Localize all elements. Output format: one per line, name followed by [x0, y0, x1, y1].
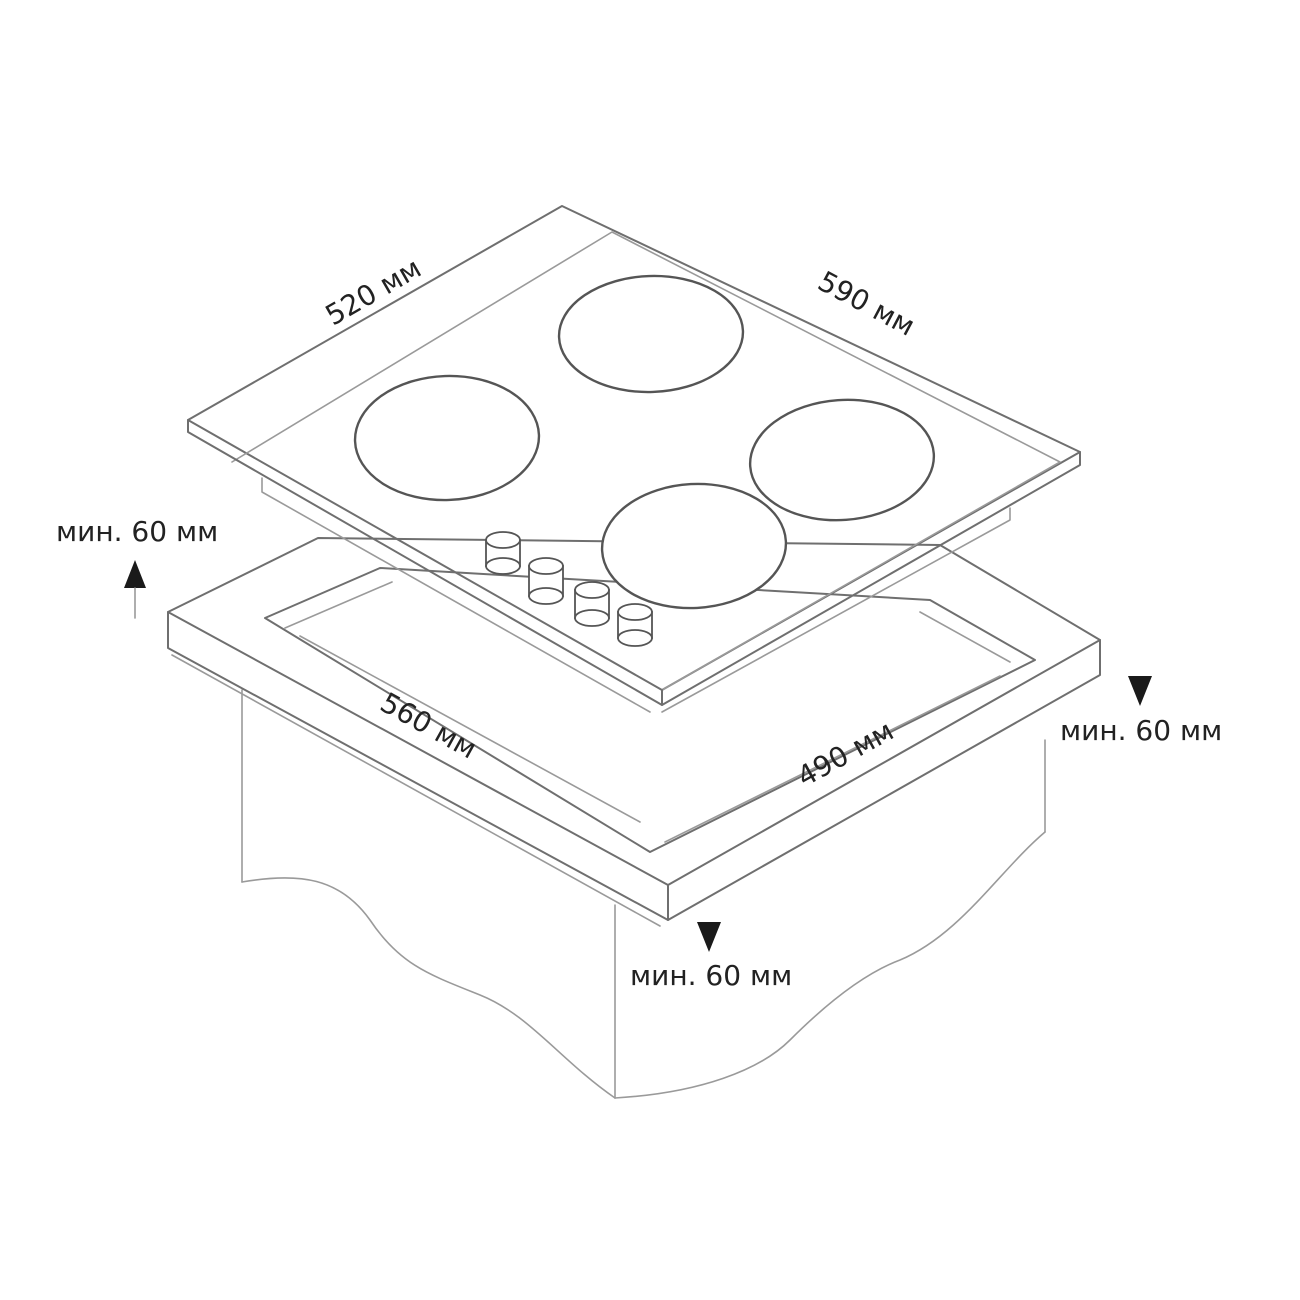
hob-thickness-left	[187, 419, 663, 706]
burner-back-right	[557, 274, 745, 394]
countertop-top-outer	[167, 537, 1101, 886]
countertop-right-face	[667, 639, 1101, 921]
arrow-down-right-icon	[1128, 676, 1152, 706]
label-cutout-depth: 490 мм	[792, 714, 899, 794]
hob-underbody-right	[661, 507, 1011, 713]
knob-2	[528, 557, 564, 605]
cabinet	[241, 689, 1046, 1099]
label-clearance-front: мин. 60 мм	[630, 959, 792, 992]
cabinet-left-wave	[241, 877, 616, 1099]
hob-underbody-left	[261, 477, 651, 713]
knob-4	[617, 603, 653, 647]
arrow-up-left-icon	[124, 560, 146, 588]
burner-back-left	[353, 374, 541, 502]
label-clearance-right: мин. 60 мм	[1060, 714, 1222, 747]
countertop-cutout	[264, 567, 1036, 853]
label-hob-width: 590 мм	[813, 264, 921, 342]
countertop-bottom-shadow	[171, 654, 661, 927]
burner-front-left	[600, 482, 788, 610]
label-clearance-left: мин. 60 мм	[56, 515, 218, 548]
burner-front-right	[748, 398, 936, 522]
knob-1	[485, 531, 521, 575]
cutout-inner-depth-4	[299, 635, 641, 823]
cutout-inner-depth-1	[284, 581, 393, 629]
hob-thickness-right	[661, 451, 1081, 706]
countertop	[167, 537, 1101, 927]
hob	[187, 205, 1081, 713]
hob-bevel	[231, 231, 1061, 691]
cutout-inner-depth-2	[919, 611, 1011, 663]
clearance-arrows	[124, 560, 1152, 952]
arrow-down-front-icon	[697, 922, 721, 952]
knob-3	[574, 581, 610, 627]
cabinet-right-wave	[614, 831, 1046, 1099]
cutout-inner-depth-3	[664, 675, 1001, 843]
countertop-left-face	[167, 611, 669, 921]
